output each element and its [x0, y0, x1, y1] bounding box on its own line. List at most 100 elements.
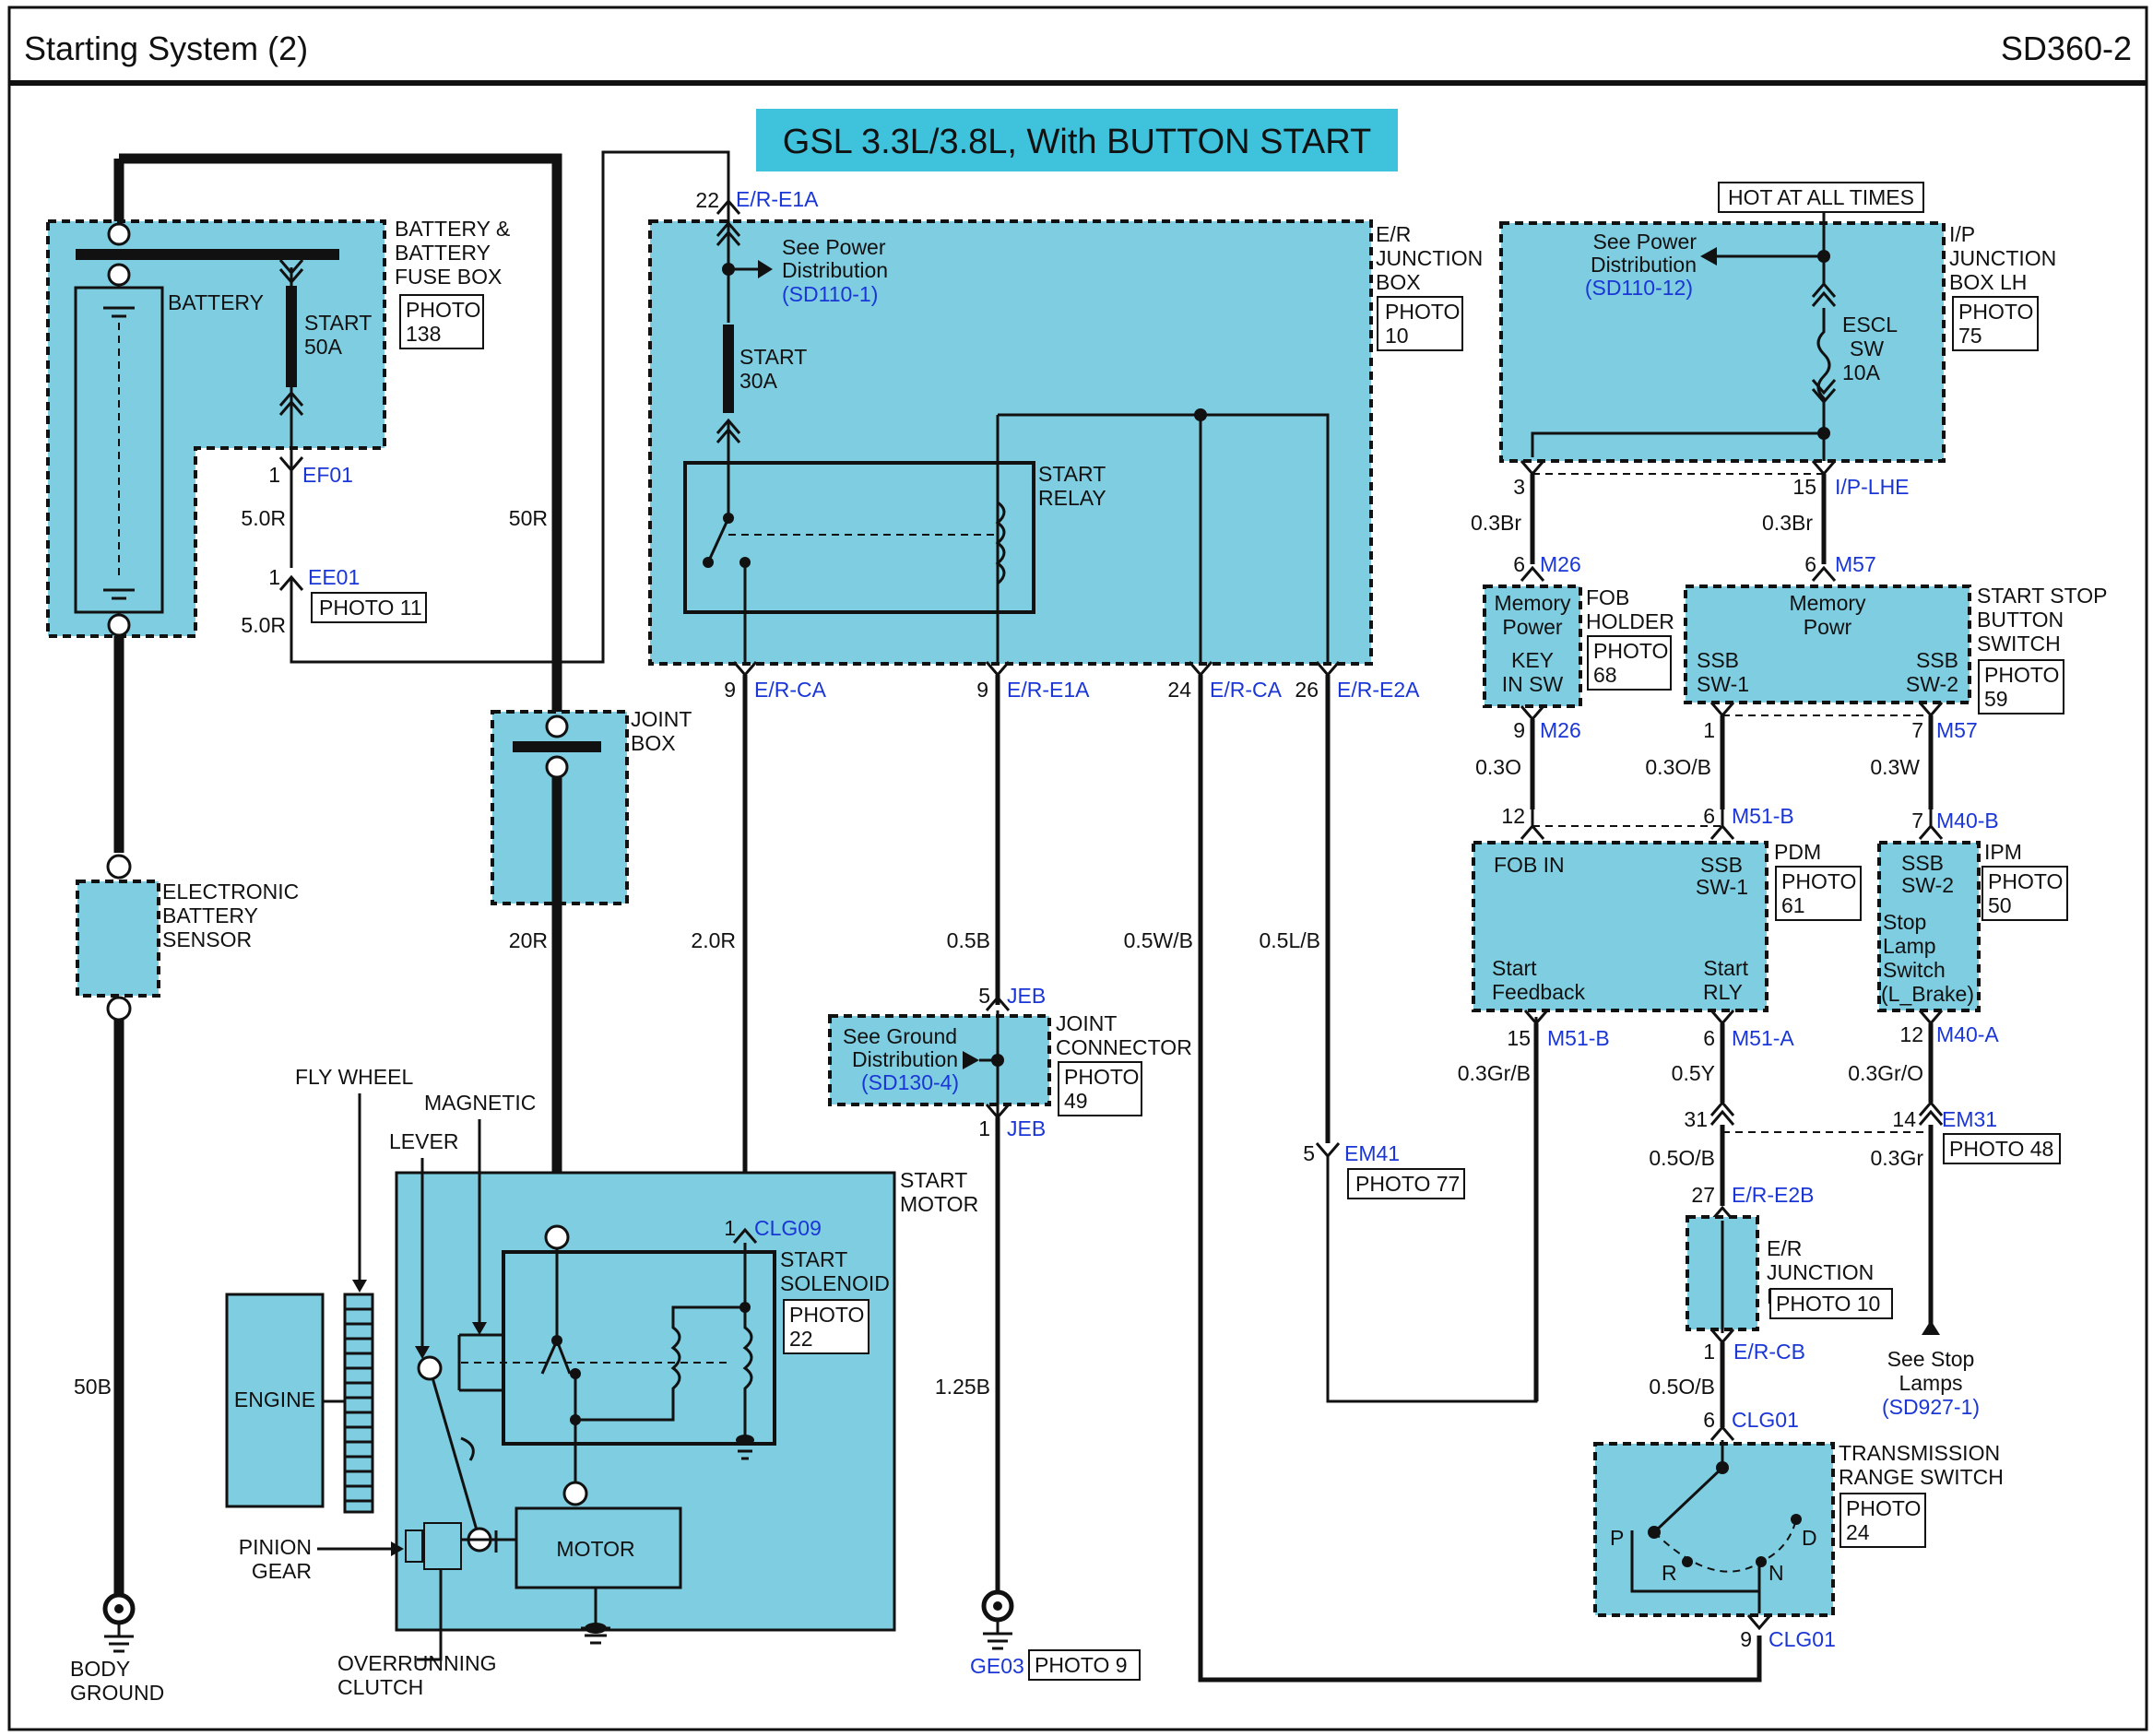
pinion-label-2: GEAR: [252, 1559, 312, 1583]
photo-24-label-2: 24: [1846, 1520, 1870, 1544]
ground-dist-1: See Ground: [843, 1024, 957, 1048]
fuse-start-30a-label-1: START: [739, 345, 807, 369]
ssb-powr-label: Powr: [1804, 615, 1852, 639]
joint-box-name-1: JOINT: [631, 707, 692, 731]
photo-68-label-1: PHOTO: [1593, 639, 1668, 663]
er-jb2-name-1: E/R: [1767, 1236, 1802, 1260]
stop-lamps-label-1: See Stop: [1887, 1347, 1975, 1371]
m57-b7-pin: 7: [1911, 718, 1923, 742]
er-jb-name-2: JUNCTION: [1376, 246, 1483, 270]
stop-lamps-label-2: Lamps: [1899, 1371, 1962, 1395]
iplhe-b-pin: 15: [1792, 475, 1816, 499]
motor: [515, 1506, 682, 1589]
ssb-sw1-label-1: SSB: [1697, 648, 1739, 672]
hot-at-all-times-label: HOT AT ALL TIMES: [1728, 185, 1914, 209]
battery-label: BATTERY: [168, 290, 264, 314]
erca-a-connector: E/R-CA: [754, 678, 827, 702]
ipm-ssb-label: SSB: [1901, 851, 1944, 875]
m57-b7-connector: M57: [1936, 718, 1978, 742]
joint-box-name-2: BOX: [631, 731, 676, 755]
photo-61-box: [1775, 866, 1862, 921]
ercb-connector: E/R-CB: [1733, 1340, 1805, 1364]
ere1a-top-connector: E/R-E1A: [736, 187, 819, 211]
photo-77-box: [1347, 1168, 1465, 1199]
start-relay: [683, 461, 1035, 614]
pinion-label-1: PINION: [239, 1535, 312, 1559]
photo-48-label: PHOTO 48: [1949, 1137, 2053, 1161]
photo-50-label-1: PHOTO: [1988, 869, 2063, 893]
photo-11-label: PHOTO 11: [319, 596, 422, 620]
ssb-sw2-label-1: SSB: [1916, 648, 1958, 672]
photo-61-label-1: PHOTO: [1781, 869, 1856, 893]
wire-50r: 50R: [509, 506, 548, 530]
hot-at-all-times-box: [1718, 182, 1924, 213]
m26-top-connector: M26: [1540, 552, 1581, 576]
clg01-top-pin: 6: [1703, 1408, 1715, 1432]
photo-75-label-1: PHOTO: [1958, 300, 2033, 324]
erca-b-connector: E/R-CA: [1210, 678, 1283, 702]
m40a-pin: 12: [1899, 1022, 1923, 1046]
photo-9-label: PHOTO 9: [1035, 1653, 1128, 1677]
m40a-connector: M40-A: [1936, 1022, 1999, 1046]
wire-03grb: 0.3Gr/B: [1458, 1061, 1531, 1085]
photo-59-box: [1978, 659, 2064, 714]
m40b-connector: M40-B: [1936, 809, 1999, 833]
battery-box-name-3: FUSE BOX: [395, 265, 502, 289]
er-power-dist-ref[interactable]: (SD110-1): [782, 282, 878, 306]
ere1a-top-pin: 22: [695, 188, 719, 212]
wire-03o: 0.3O: [1475, 755, 1521, 779]
ground-dist-ref[interactable]: (SD130-4): [861, 1070, 959, 1094]
ipm-switch-label: Switch: [1883, 958, 1946, 982]
photo-10b-label: PHOTO 10: [1776, 1292, 1880, 1316]
ip-power-dist-ref[interactable]: (SD110-12): [1585, 276, 1693, 300]
config-banner-text: GSL 3.3L/3.8L, With BUTTON START: [783, 123, 1371, 161]
m51a-connector: M51-A: [1732, 1026, 1794, 1050]
clutch-label-2: CLUTCH: [337, 1675, 423, 1699]
ere2b-connector: E/R-E2B: [1732, 1183, 1814, 1207]
pdm-ssb-label-2: SW-1: [1696, 875, 1748, 899]
photo-68-box: [1587, 635, 1672, 691]
stop-lamps-ref[interactable]: (SD927-1): [1882, 1395, 1980, 1419]
photo-138-label-1: PHOTO: [406, 298, 480, 322]
ipm-stop-label: Stop: [1883, 910, 1926, 934]
joint-connector-name-1: JOINT: [1056, 1011, 1117, 1035]
fob-holder: [1483, 585, 1582, 708]
ip-jb-name-2: JUNCTION: [1949, 246, 2056, 270]
m51a-pin: 6: [1703, 1026, 1715, 1050]
photo-10-box: [1377, 296, 1463, 351]
power-dist-arrow: [758, 260, 773, 278]
m57-top-pin: 6: [1804, 552, 1816, 576]
photo-22-label-2: 22: [789, 1327, 813, 1351]
escl-fuse-label-3: 10A: [1842, 360, 1881, 384]
ip-power-dist-2: Distribution: [1591, 253, 1697, 277]
ere2a-pin: 26: [1295, 678, 1319, 702]
erca-a-pin: 9: [724, 678, 736, 702]
start-solenoid: [502, 1250, 776, 1446]
battery-box-name-1: BATTERY &: [395, 217, 510, 241]
photo-11-box: [311, 592, 427, 623]
wire-20r: 20R: [509, 928, 548, 952]
battery-box-name-2: BATTERY: [395, 241, 491, 265]
electronic-battery-sensor: [76, 880, 160, 998]
jeb-top-pin: 5: [978, 984, 990, 1008]
photo-138-box: [399, 294, 484, 349]
m40b-pin: 7: [1911, 809, 1923, 833]
er-power-dist-2: Distribution: [782, 258, 888, 282]
m51b-15-connector: M51-B: [1547, 1026, 1610, 1050]
photo-75-box: [1952, 296, 2039, 351]
photo-24-label-1: PHOTO: [1846, 1496, 1921, 1520]
start-stop-button-switch: [1684, 585, 1971, 704]
trs-pos-p: P: [1610, 1526, 1624, 1550]
ee01-connector: EE01: [308, 565, 360, 589]
clutch-label-1: OVERRUNNING: [337, 1651, 497, 1675]
fuse-start-50a-label-2: 50A: [304, 335, 343, 359]
iplhe-connector: I/P-LHE: [1835, 475, 1910, 499]
start-relay-label-1: START: [1038, 462, 1106, 486]
er-junction-box: [648, 219, 1373, 666]
ssb-name-1: START STOP: [1977, 584, 2107, 608]
jeb-top-connector: JEB: [1007, 984, 1046, 1008]
ground-dist-2: Distribution: [852, 1047, 958, 1071]
m51b-6-pin: 6: [1703, 804, 1715, 828]
photo-48-box: [1943, 1133, 2061, 1164]
escl-fuse-label-1: ESCL: [1842, 313, 1898, 337]
